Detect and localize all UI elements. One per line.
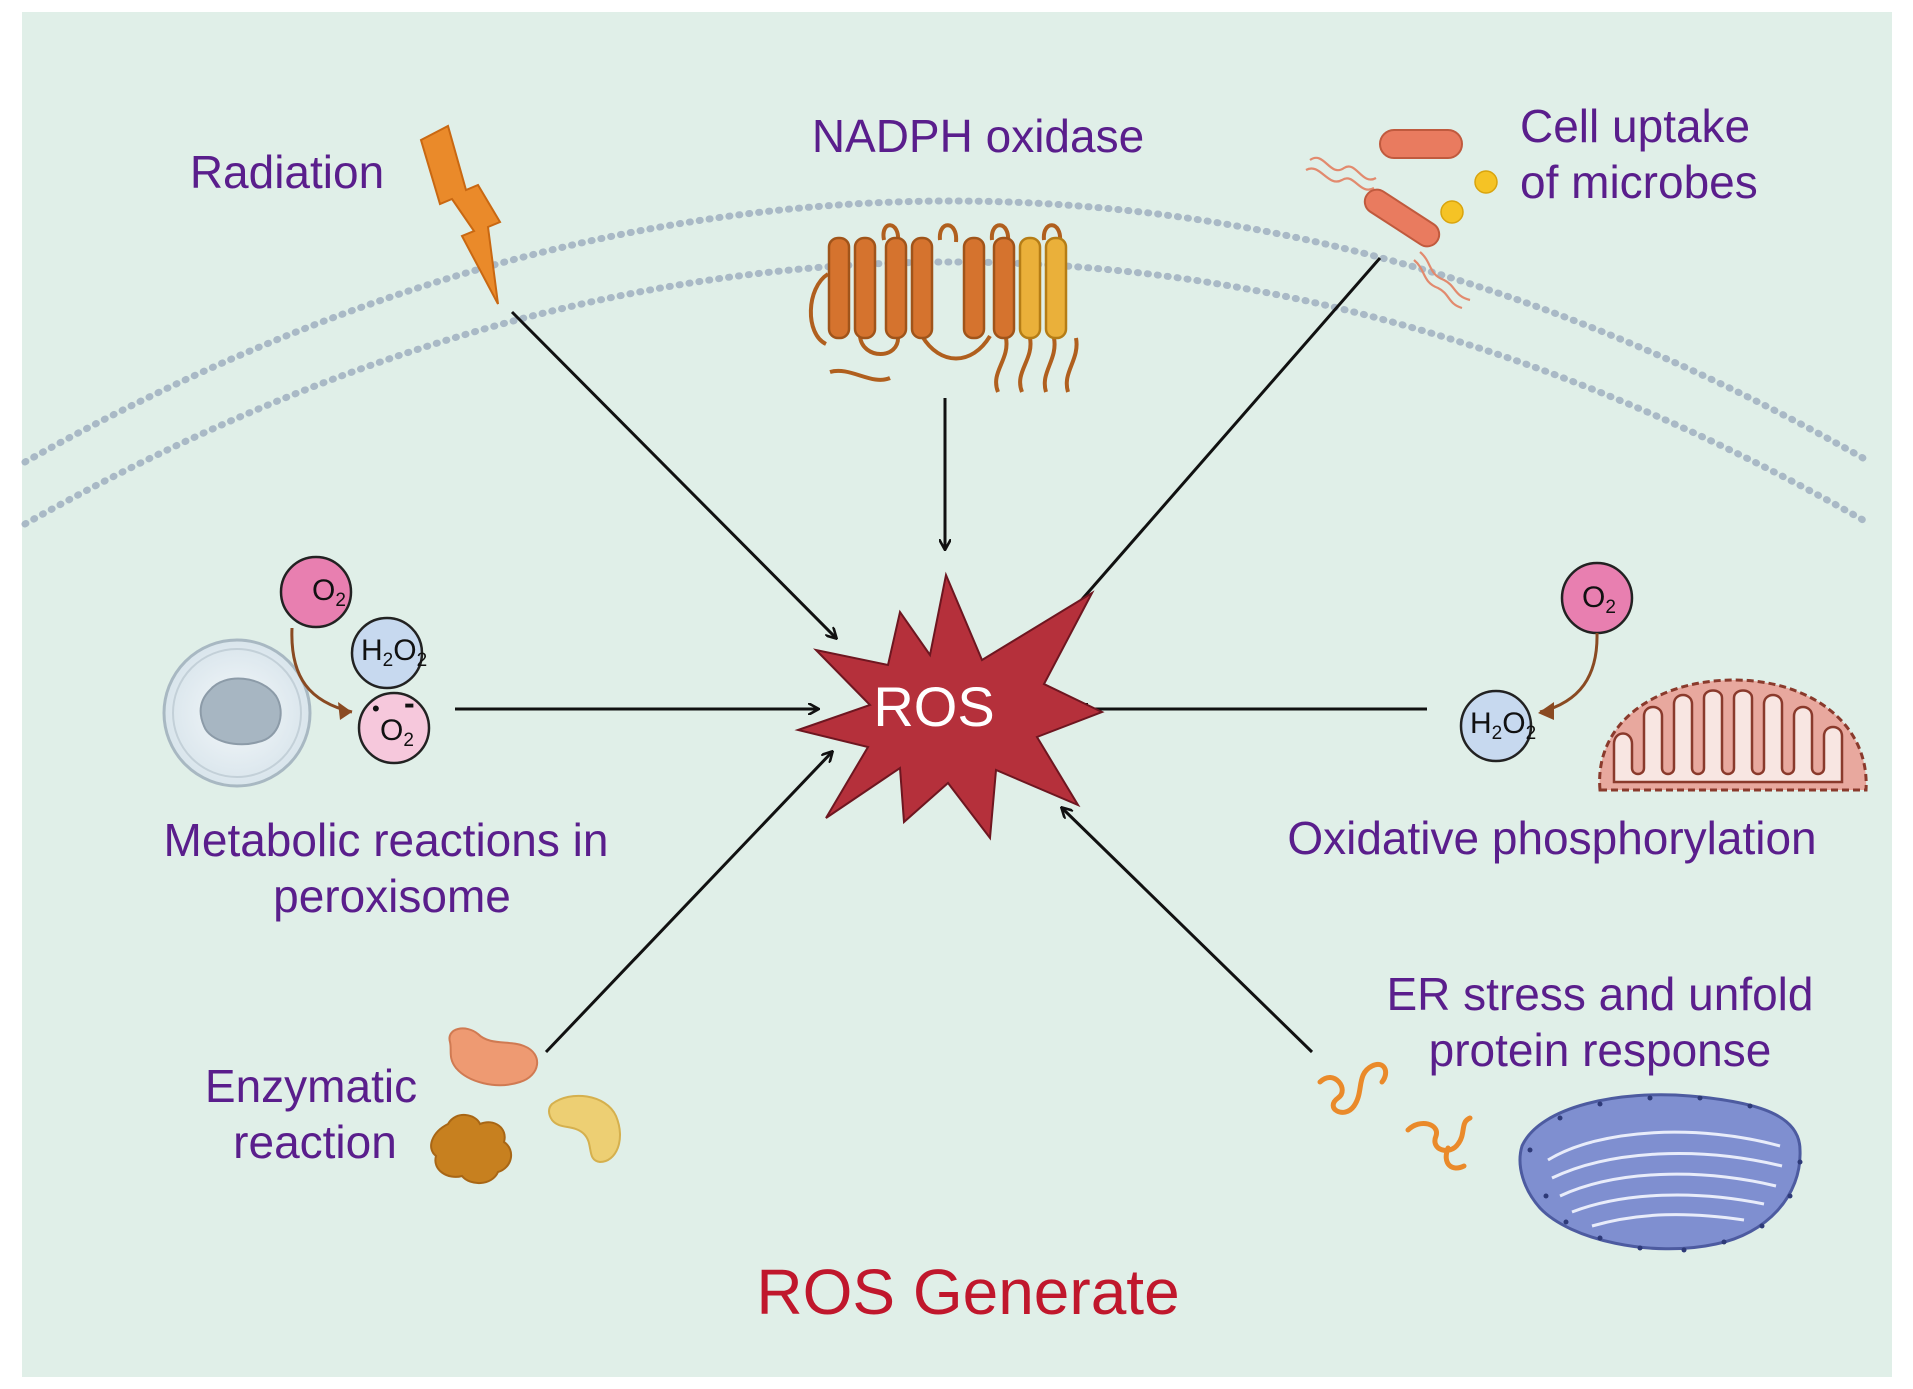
label-er-stress-line2: protein response <box>1429 1024 1772 1076</box>
arrow-microbes <box>1057 257 1382 628</box>
superoxide-sub: 2 <box>403 730 414 751</box>
endoplasmic-reticulum-icon <box>1518 1093 1803 1253</box>
label-cell-uptake-line2: of microbes <box>1520 156 1758 208</box>
superoxide-charge: - <box>404 685 415 721</box>
label-peroxisome-line1: Metabolic reactions in <box>164 814 609 866</box>
label-peroxisome-line2: peroxisome <box>273 870 511 922</box>
bacteria-icon <box>1305 129 1498 310</box>
arrow-enzymatic <box>544 752 832 1054</box>
h2o2-molecule-left: H2O2 <box>350 616 427 690</box>
superoxide-molecule: • O2 - <box>357 685 431 765</box>
o2-right-sub: 2 <box>1605 597 1616 618</box>
label-er-stress-line1: ER stress and unfold <box>1386 968 1813 1020</box>
ros-center-label: ROS <box>873 675 994 738</box>
peroxisome-reaction-arrowhead <box>338 702 352 720</box>
h2o2-sub1: 2 <box>383 650 394 671</box>
oxphos-reaction-arrowhead <box>1538 702 1554 720</box>
enzyme-icon <box>430 1027 621 1184</box>
o2-sub: 2 <box>335 590 346 611</box>
label-radiation: Radiation <box>190 146 384 198</box>
transmembrane-protein-icon <box>808 223 1079 393</box>
h2o2-molecule-right: H2O2 <box>1459 689 1536 763</box>
arrow-er-stress <box>1062 808 1314 1054</box>
mitochondrion-icon <box>1598 678 1868 792</box>
arrow-radiation <box>510 310 836 638</box>
lightning-bolt-icon <box>419 124 502 305</box>
h2o2-right-sub2: 2 <box>1526 723 1537 744</box>
ros-burst: ROS <box>794 571 1105 841</box>
h2o2-right-o: O <box>1502 707 1525 740</box>
h2o2-h: H <box>361 634 383 667</box>
o2-molecule-right: O2 <box>1560 561 1634 635</box>
label-enzymatic-line2: reaction <box>233 1116 397 1168</box>
svg-text:O2: O2 <box>1582 581 1616 618</box>
o2-base: O <box>312 574 335 607</box>
diagram-title: ROS Generate <box>756 1256 1179 1328</box>
svg-text:H2O2: H2O2 <box>1470 707 1536 744</box>
label-enzymatic-line1: Enzymatic <box>205 1060 417 1112</box>
superoxide-base: O <box>380 714 403 747</box>
h2o2-right-h: H <box>1470 707 1492 740</box>
o2-molecule-left: O2 <box>279 555 353 629</box>
h2o2-o: O <box>393 634 416 667</box>
cell-membrane <box>21 197 1874 528</box>
svg-text:O2: O2 <box>312 574 346 611</box>
unfolded-protein-icon <box>1317 1062 1473 1171</box>
ros-burst-shape <box>794 571 1105 841</box>
peroxisome-icon <box>162 638 312 788</box>
arrows <box>455 257 1427 1054</box>
h2o2-right-sub1: 2 <box>1492 723 1503 744</box>
h2o2-sub2: 2 <box>417 650 428 671</box>
label-oxphos: Oxidative phosphorylation <box>1287 812 1816 864</box>
svg-text:O2: O2 <box>380 714 414 751</box>
o2-right-base: O <box>1582 581 1605 614</box>
label-nadph-oxidase: NADPH oxidase <box>812 110 1144 162</box>
svg-text:H2O2: H2O2 <box>361 634 427 671</box>
superoxide-dot: • <box>372 696 380 721</box>
label-cell-uptake-line1: Cell uptake <box>1520 100 1750 152</box>
